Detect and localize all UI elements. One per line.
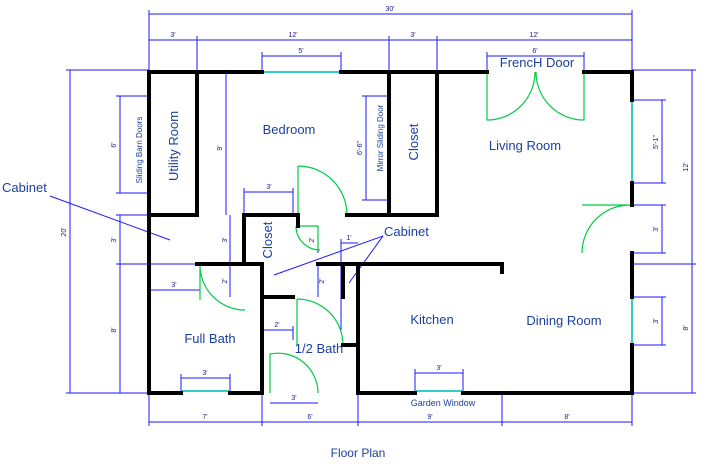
dim-cab-2: 2' xyxy=(319,278,326,283)
dim-closet-2: 2' xyxy=(309,237,316,242)
dim-bottom-8: 8' xyxy=(564,414,569,421)
label-mirror-sliding-door: Mirror Sliding Door xyxy=(376,104,385,171)
room-living: Living Room xyxy=(489,138,561,153)
dim-garden-3: 3' xyxy=(436,365,441,372)
dim-cab-1: 1' xyxy=(346,235,351,242)
room-closet-small: Closet xyxy=(260,221,275,258)
label-garden-window: Garden Window xyxy=(411,398,476,408)
windows xyxy=(181,71,633,392)
dim-half-3: 3' xyxy=(291,395,296,402)
dim-bath-2: 2' xyxy=(222,278,229,283)
dim-left-20: 20' xyxy=(61,227,68,236)
dim-bottom-6: 6' xyxy=(307,414,312,421)
dim-dining-3: 3' xyxy=(653,318,660,323)
dim-closet-3: 3' xyxy=(266,184,271,191)
dim-bottom-9: 9' xyxy=(427,414,432,421)
dim-living-51: 5'-1" xyxy=(653,135,660,149)
dim-bath-3: 3' xyxy=(171,282,176,289)
dim-right-8: 8' xyxy=(683,325,690,330)
callout-cabinet-left: Cabinet xyxy=(2,180,47,195)
dim-bottom-7: 7' xyxy=(202,414,207,421)
room-dining: Dining Room xyxy=(526,313,601,328)
dim-top-3a: 3' xyxy=(170,32,175,39)
room-full-bath: Full Bath xyxy=(184,331,235,346)
dim-util-8: 8' xyxy=(111,327,118,332)
room-utility: Utility Room xyxy=(166,111,181,181)
dim-top-12a: 12' xyxy=(288,32,297,39)
dim-mirror-66: 6'-6" xyxy=(357,141,364,155)
dim-french-6: 6' xyxy=(532,48,537,55)
plan-title: Floor Plan xyxy=(330,446,386,460)
dim-top-12b: 12' xyxy=(529,32,538,39)
label-french-door: FrencH Door xyxy=(500,55,575,70)
room-kitchen: Kitchen xyxy=(410,312,453,327)
label-sliding-barn-doors: Sliding Barn Doors xyxy=(135,117,144,184)
room-bedroom: Bedroom xyxy=(263,122,316,137)
door-swings xyxy=(199,71,631,394)
dim-fullbath-window: 3' xyxy=(202,370,207,377)
dim-bed-9: 9' xyxy=(217,145,224,150)
dim-closet-3v: 3' xyxy=(222,237,229,242)
room-half-bath: 1/2 Bath xyxy=(295,341,343,356)
dim-top-3b: 3' xyxy=(410,32,415,39)
dim-door-2: 2' xyxy=(274,322,279,329)
dim-total-top: 30' xyxy=(385,6,394,13)
dim-living-3: 3' xyxy=(653,226,660,231)
dim-right-12: 12' xyxy=(683,162,690,171)
dim-util-6: 6' xyxy=(111,142,118,147)
room-closet-bedroom: Closet xyxy=(406,123,421,160)
dimension-labels: 30' 3' 12' 3' 12' 5' 6' 20' 6' 3' 8' 9' … xyxy=(61,6,690,421)
dim-window-5: 5' xyxy=(298,48,303,55)
callout-cabinet-right: Cabinet xyxy=(384,224,429,239)
walls xyxy=(147,70,634,395)
dim-util-3: 3' xyxy=(111,237,118,242)
